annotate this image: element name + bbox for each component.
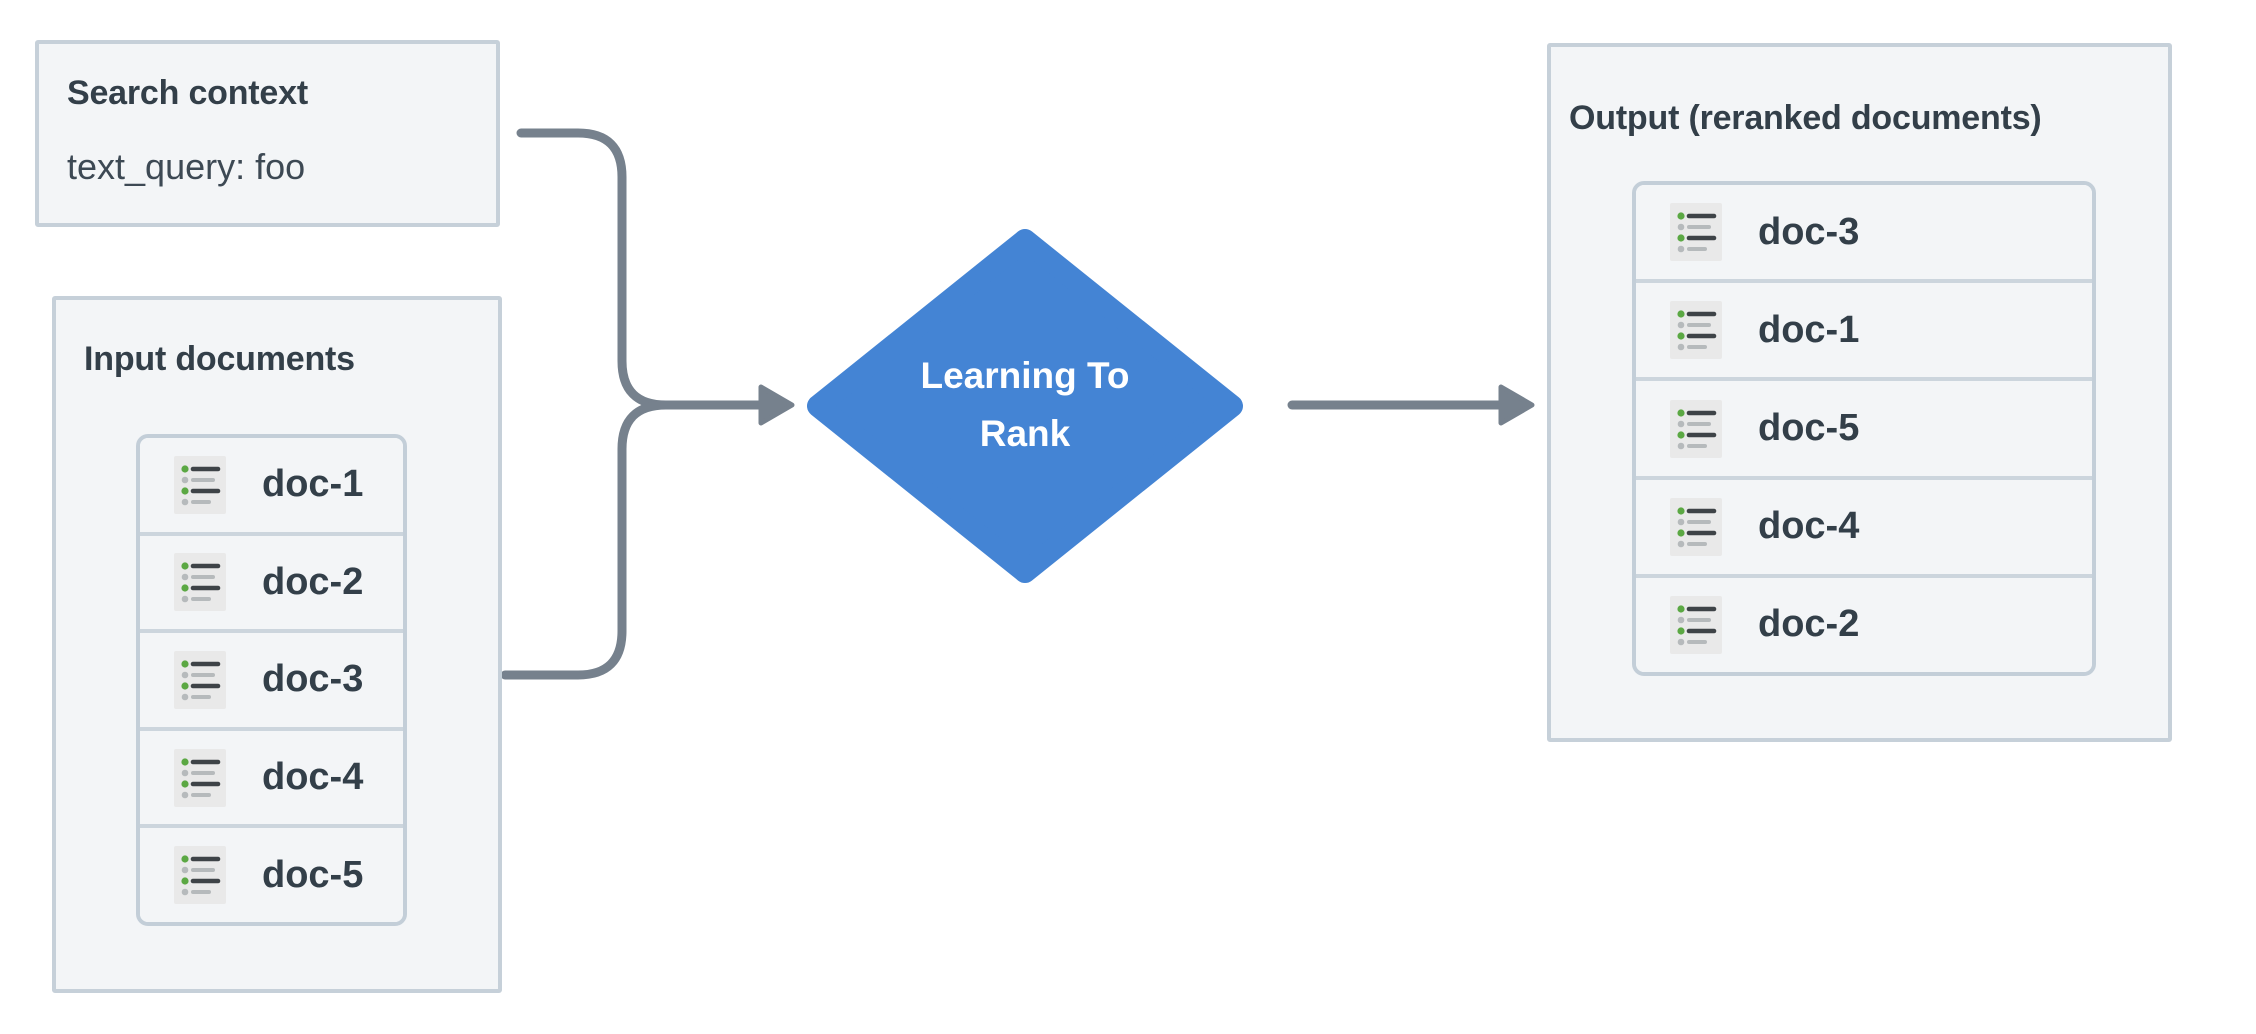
list-icon <box>1670 498 1722 556</box>
doc-label: doc-4 <box>1758 505 1860 548</box>
doc-label: doc-2 <box>262 560 364 603</box>
ltr-diamond-label: Learning To Rank <box>875 347 1175 463</box>
list-icon <box>1670 301 1722 359</box>
search-context-query: text_query: foo <box>67 146 306 187</box>
list-icon <box>174 651 226 709</box>
doc-label: doc-3 <box>1758 210 1860 253</box>
doc-label: doc-4 <box>262 756 364 799</box>
list-icon <box>174 553 226 611</box>
output-doc-row: doc-3 <box>1636 185 2092 284</box>
input-doc-row: doc-1 <box>140 438 403 536</box>
list-icon <box>174 456 226 514</box>
list-icon <box>1670 203 1722 261</box>
output-doc-row: doc-1 <box>1636 283 2092 382</box>
input-doc-list: doc-1 doc-2 doc-3 doc-4 doc-5 <box>136 434 407 926</box>
list-icon <box>174 846 226 904</box>
doc-label: doc-5 <box>262 853 364 896</box>
output-doc-list: doc-3 doc-1 doc-5 doc-4 doc-2 <box>1632 181 2096 676</box>
output-box: Output (reranked documents) doc-3 doc-1 … <box>1547 43 2172 742</box>
input-documents-box: Input documents doc-1 doc-2 doc-3 doc-4 … <box>52 296 502 993</box>
doc-label: doc-5 <box>1758 407 1860 449</box>
doc-label: doc-1 <box>262 463 364 506</box>
search-context-box: Search context text_query: foo <box>35 40 500 227</box>
connector-search-to-ltr <box>516 128 671 410</box>
arrowhead-into-output <box>1498 384 1535 426</box>
output-doc-row: doc-5 <box>1636 381 2092 480</box>
input-doc-row: doc-4 <box>140 730 403 829</box>
list-icon <box>1670 596 1722 654</box>
ltr-label-line2: Rank <box>979 413 1071 454</box>
doc-label: doc-3 <box>262 658 364 701</box>
output-doc-row: doc-2 <box>1636 577 2092 672</box>
search-context-title: Search context <box>67 74 308 112</box>
connector-docs-to-ltr <box>500 400 671 680</box>
doc-label: doc-1 <box>1758 308 1860 351</box>
input-doc-row: doc-2 <box>140 535 403 634</box>
list-icon <box>174 749 226 807</box>
output-title: Output (reranked documents) <box>1569 99 2042 137</box>
list-icon <box>1670 400 1722 458</box>
doc-label: doc-2 <box>1758 603 1860 646</box>
ltr-label-line1: Learning To <box>920 355 1130 396</box>
input-doc-row: doc-5 <box>140 828 403 922</box>
output-doc-row: doc-4 <box>1636 479 2092 578</box>
input-documents-title: Input documents <box>84 340 355 378</box>
input-doc-row: doc-3 <box>140 633 403 731</box>
arrowhead-into-ltr <box>758 384 795 426</box>
